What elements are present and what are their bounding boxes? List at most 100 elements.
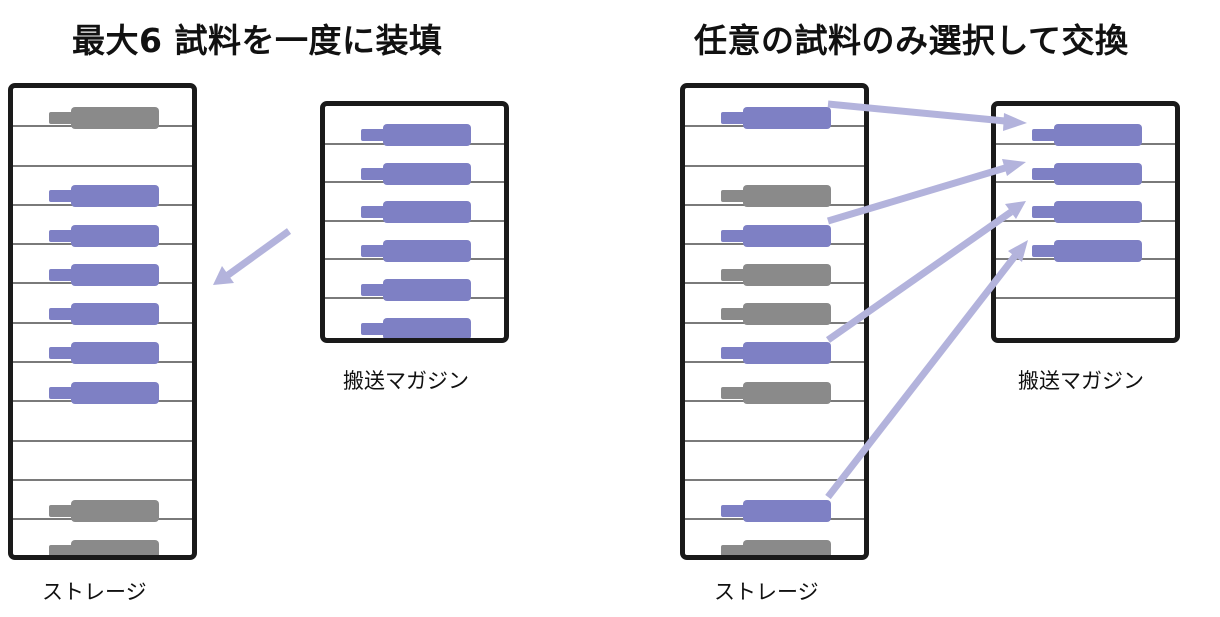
holder-body (383, 162, 471, 185)
holder-neck (721, 544, 745, 555)
left-panel-title: 最大6 試料を一度に装填 (72, 21, 443, 60)
holder-neck (721, 229, 745, 242)
holder-body (743, 539, 831, 555)
holder-neck (49, 229, 73, 242)
left-magazine-slot (325, 222, 504, 263)
swap-arrow-4 (825, 253, 1018, 500)
holder-body (1054, 201, 1142, 224)
holder-body (743, 342, 831, 365)
left-storage-rack (8, 83, 197, 560)
left-storage-slot (13, 245, 192, 286)
holder-body (71, 539, 159, 555)
right-storage-slot (685, 402, 864, 442)
holder-neck (1032, 129, 1056, 142)
holder-body (1054, 162, 1142, 185)
holder-body (71, 303, 159, 326)
holder-neck (361, 206, 385, 219)
left-storage-slot (13, 363, 192, 404)
swap-arrow-3-head (1005, 201, 1026, 219)
holder-neck (721, 111, 745, 124)
right-storage-slot (685, 442, 864, 481)
left-storage-label: ストレージ (42, 580, 147, 604)
swap-arrow-4-head (1008, 240, 1028, 262)
right-storage-slot (685, 520, 864, 555)
holder-neck (49, 347, 73, 360)
left-storage-slot (13, 442, 192, 481)
right-magazine-slot (996, 222, 1175, 263)
holder-body (383, 278, 471, 301)
right-panel-title: 任意の試料のみ選択して交換 (694, 21, 1129, 60)
holder-body (71, 185, 159, 208)
holder-body (71, 263, 159, 286)
swap-arrow-1-head (1003, 113, 1027, 131)
right-storage-slot (685, 88, 864, 129)
right-storage-slot (685, 324, 864, 365)
holder-neck (721, 386, 745, 399)
right-storage-label: ストレージ (714, 580, 819, 604)
left-storage-slot (13, 284, 192, 326)
left-magazine-slot (325, 183, 504, 224)
holder-body (743, 106, 831, 129)
left-storage-slot (13, 88, 192, 129)
holder-body (71, 499, 159, 522)
holder-neck (721, 504, 745, 517)
holder-neck (49, 111, 73, 124)
right-storage-slot (685, 206, 864, 247)
holder-neck (49, 268, 73, 281)
holder-body (71, 342, 159, 365)
right-transfer-magazine (991, 101, 1180, 343)
swap-arrow-3 (825, 209, 1014, 343)
holder-body (383, 318, 471, 338)
holder-neck (361, 167, 385, 180)
holder-neck (361, 245, 385, 258)
holder-neck (361, 323, 385, 336)
holder-neck (721, 268, 745, 281)
holder-body (71, 224, 159, 247)
left-storage-slot (13, 127, 192, 167)
right-magazine-label: 搬送マガジン (1018, 369, 1144, 393)
holder-neck (49, 190, 73, 203)
holder-neck (721, 347, 745, 360)
holder-body (383, 240, 471, 263)
right-magazine-slot (996, 106, 1175, 147)
right-magazine-slot (996, 260, 1175, 299)
holder-neck (1032, 167, 1056, 180)
holder-neck (49, 544, 73, 555)
holder-body (743, 263, 831, 286)
holder-neck (49, 386, 73, 399)
holder-body (743, 499, 831, 522)
left-storage-slot (13, 206, 192, 247)
load-arrow (225, 228, 292, 278)
holder-body (71, 381, 159, 404)
holder-body (383, 201, 471, 224)
holder-neck (361, 129, 385, 142)
swap-arrow-2-head (1002, 159, 1026, 176)
right-storage-slot (685, 284, 864, 326)
left-transfer-magazine (320, 101, 509, 343)
holder-neck (721, 308, 745, 321)
right-storage-slot (685, 363, 864, 404)
left-magazine-slot (325, 299, 504, 338)
left-storage-slot (13, 481, 192, 522)
holder-neck (1032, 206, 1056, 219)
holder-neck (49, 308, 73, 321)
right-storage-slot (685, 481, 864, 522)
holder-body (743, 185, 831, 208)
holder-neck (1032, 245, 1056, 258)
right-storage-slot (685, 245, 864, 286)
holder-neck (721, 190, 745, 203)
holder-body (1054, 240, 1142, 263)
holder-body (743, 303, 831, 326)
swap-arrow-2 (826, 164, 1007, 225)
left-storage-slot (13, 402, 192, 442)
load-arrow-head (213, 266, 234, 285)
right-storage-slot (685, 127, 864, 167)
left-storage-slot (13, 324, 192, 365)
holder-body (383, 124, 471, 147)
holder-body (71, 106, 159, 129)
right-storage-slot (685, 167, 864, 208)
holder-body (1054, 124, 1142, 147)
left-magazine-slot (325, 145, 504, 185)
left-magazine-slot (325, 106, 504, 147)
